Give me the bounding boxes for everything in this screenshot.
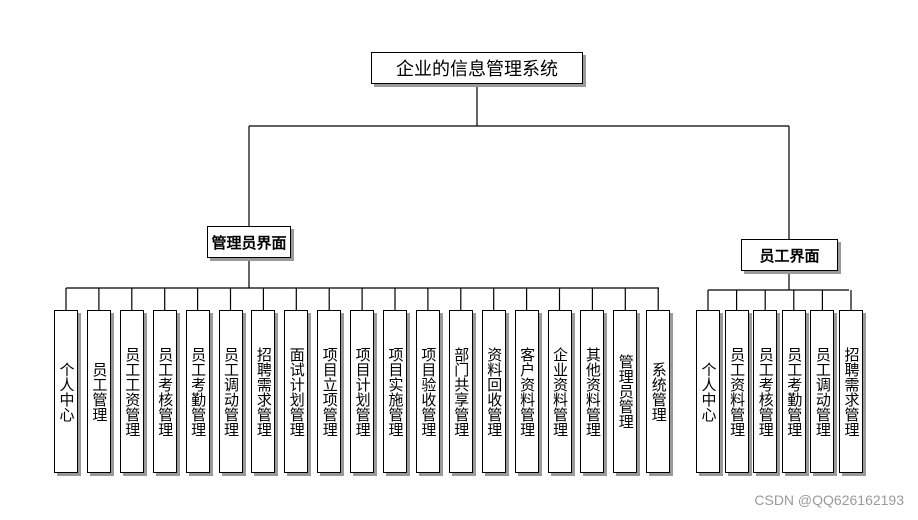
staff-leaf-label: 招聘需求管理 (842, 346, 861, 437)
admin-leaf-node: 资料回收管理 (481, 310, 506, 473)
admin-leaf-label: 企业资料管理 (551, 346, 569, 437)
admin-leaf-label: 员工考核管理 (156, 346, 175, 437)
staff-leaf-node: 招聘需求管理 (839, 310, 863, 473)
root-node: 企业的信息管理系统 (371, 52, 583, 84)
admin-leaf-node: 员工考核管理 (152, 310, 177, 473)
admin-leaf-node: 个人中心 (54, 310, 78, 473)
admin-leaf-node: 客户资料管理 (514, 310, 539, 473)
admin-leaf-label: 管理员管理 (616, 354, 635, 429)
admin-leaf-node: 部门共享管理 (448, 310, 473, 473)
admin-leaf-label: 员工管理 (90, 361, 109, 422)
admin-leaf-node: 项目计划管理 (350, 310, 375, 473)
admin-leaf-label: 项目实施管理 (386, 346, 405, 437)
staff-leaf-node: 员工资料管理 (724, 310, 749, 473)
admin-leaf-label: 项目立项管理 (320, 346, 339, 437)
admin-leaf-node: 员工考勤管理 (185, 310, 210, 473)
admin-leaf-node: 企业资料管理 (547, 310, 572, 473)
staff-leaf-label: 员工资料管理 (728, 346, 747, 437)
staff-leaf-label: 员工考核管理 (756, 346, 775, 437)
admin-leaf-label: 员工调动管理 (222, 346, 240, 437)
staff-leaf-label: 员工考勤管理 (785, 346, 804, 437)
admin-leaf-node: 员工管理 (86, 310, 111, 473)
admin-leaf-label: 员工考勤管理 (189, 346, 208, 437)
staff-leaf-label: 员工调动管理 (813, 346, 832, 437)
admin-leaf-label: 部门共享管理 (452, 346, 471, 437)
admin-leaf-node: 项目实施管理 (383, 310, 407, 473)
admin-leaf-node: 系统管理 (646, 310, 671, 473)
admin-leaf-label: 员工工资管理 (123, 346, 142, 437)
admin-leaf-label: 个人中心 (57, 361, 76, 422)
admin-leaf-label: 项目验收管理 (419, 346, 438, 437)
staff-interface-node: 员工界面 (741, 239, 838, 271)
staff-interface-label: 员工界面 (759, 246, 820, 265)
admin-leaf-node: 项目验收管理 (415, 310, 440, 473)
admin-leaf-label: 其他资料管理 (583, 346, 602, 437)
staff-leaf-node: 个人中心 (696, 310, 720, 473)
staff-leaf-label: 个人中心 (699, 361, 718, 422)
admin-leaf-label: 项目计划管理 (353, 346, 372, 437)
admin-interface-label: 管理员界面 (211, 233, 287, 252)
admin-leaf-label: 面试计划管理 (287, 346, 306, 437)
admin-leaf-label: 资料回收管理 (485, 346, 504, 437)
admin-leaf-node: 员工调动管理 (218, 310, 243, 473)
admin-leaf-node: 其他资料管理 (580, 310, 605, 473)
staff-leaf-node: 员工考勤管理 (781, 310, 806, 473)
admin-leaf-node: 面试计划管理 (284, 310, 309, 473)
staff-leaf-node: 员工调动管理 (810, 310, 835, 473)
admin-leaf-node: 管理员管理 (613, 310, 638, 473)
admin-leaf-node: 项目立项管理 (317, 310, 342, 473)
admin-leaf-label: 系统管理 (649, 361, 668, 422)
admin-leaf-node: 招聘需求管理 (251, 310, 276, 473)
admin-interface-node: 管理员界面 (207, 226, 291, 258)
admin-leaf-node: 员工工资管理 (119, 310, 144, 473)
staff-leaf-node: 员工考核管理 (753, 310, 778, 473)
admin-leaf-label: 客户资料管理 (518, 346, 537, 437)
watermark: CSDN @QQ626162193 (754, 492, 904, 508)
root-label: 企业的信息管理系统 (396, 59, 558, 80)
admin-leaf-label: 招聘需求管理 (254, 346, 273, 437)
